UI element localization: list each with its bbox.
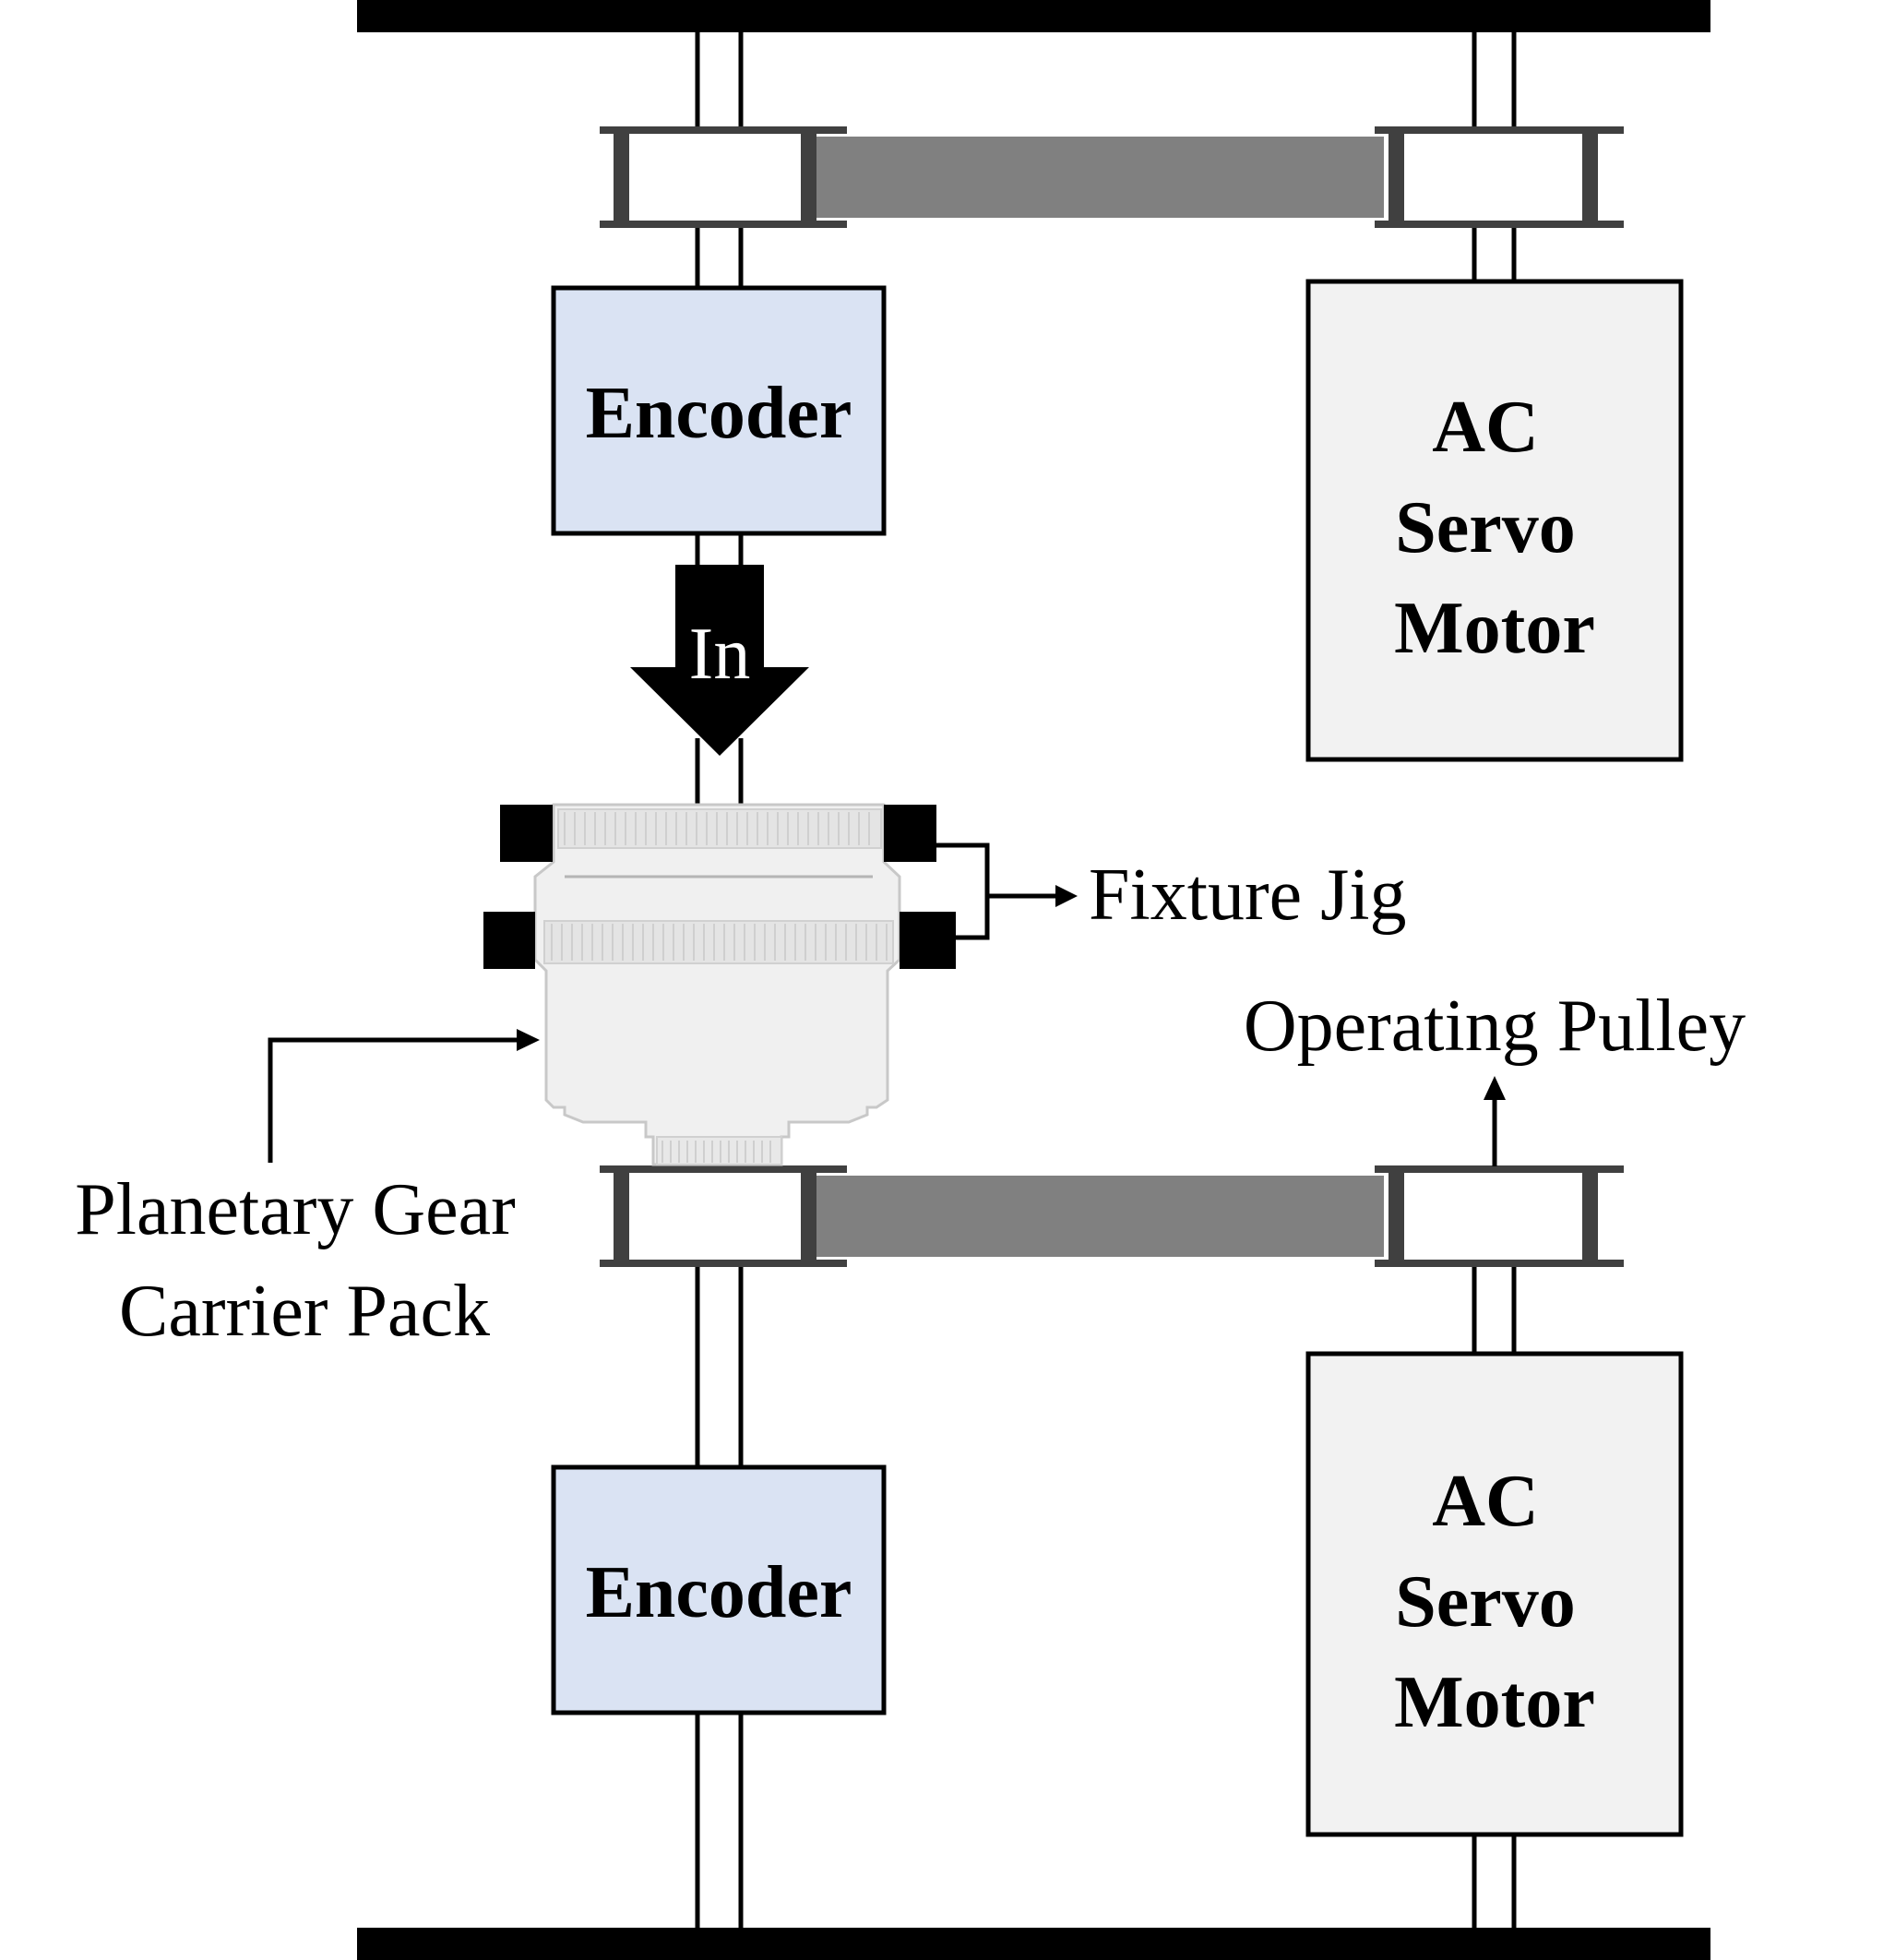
top-left-pulley xyxy=(600,126,847,228)
operating-pulley-label: Operating Pulley xyxy=(1244,986,1746,1067)
motor-top-label-line2: Servo xyxy=(1395,487,1576,568)
encoder-top-box xyxy=(551,285,887,536)
top-belt xyxy=(812,137,1402,218)
motor-bottom-label-line3: Motor xyxy=(1394,1662,1595,1743)
motor-bottom-box xyxy=(1305,1351,1684,1837)
fixture-jig-block-mid-right xyxy=(900,912,956,969)
bottom-left-pulley xyxy=(600,1165,847,1267)
fixture-jig-block-mid-left xyxy=(483,912,535,969)
top-frame-bar xyxy=(357,0,1710,32)
motor-top-label-line3: Motor xyxy=(1394,588,1595,669)
top-right-pulley xyxy=(1375,126,1624,228)
encoder-bottom-label: Encoder xyxy=(586,1552,852,1633)
operating-pulley-arrowhead xyxy=(1484,1076,1506,1100)
planetary-gear-carrier-pack xyxy=(533,803,901,1166)
right-shaft xyxy=(1472,32,1517,1928)
encoder-bottom-box xyxy=(551,1464,887,1715)
planetary-gear-label-line2: Carrier Pack xyxy=(119,1271,490,1352)
input-arrow xyxy=(630,565,809,756)
motor-bottom-label: AC Servo Motor xyxy=(1394,1461,1595,1743)
fixture-jig-arrowhead xyxy=(1055,885,1078,907)
bottom-belt xyxy=(812,1176,1402,1257)
planetary-gear-arrowhead xyxy=(517,1029,540,1051)
motor-top-label: AC Servo Motor xyxy=(1394,387,1595,669)
fixture-jig-block-top-left xyxy=(500,805,553,862)
motor-top-label-line1: AC xyxy=(1432,387,1539,468)
fixture-jig-label: Fixture Jig xyxy=(1089,855,1406,936)
bottom-right-pulley xyxy=(1375,1165,1624,1267)
fixture-jig-callout xyxy=(936,843,1059,940)
motor-top-box xyxy=(1305,279,1684,762)
motor-bottom-label-line2: Servo xyxy=(1395,1561,1576,1643)
left-shaft xyxy=(695,32,744,1928)
input-arrow-label: In xyxy=(689,614,751,695)
fixture-jig-block-top-right xyxy=(884,805,936,862)
planetary-gear-label: Planetary Gear Carrier Pack xyxy=(75,1169,534,1352)
encoder-top-label: Encoder xyxy=(586,373,852,454)
planetary-gear-label-line1: Planetary Gear xyxy=(75,1169,516,1250)
bottom-frame-bar xyxy=(357,1928,1710,1960)
motor-bottom-label-line1: AC xyxy=(1432,1461,1539,1542)
planetary-gear-callout-line xyxy=(268,1037,521,1163)
